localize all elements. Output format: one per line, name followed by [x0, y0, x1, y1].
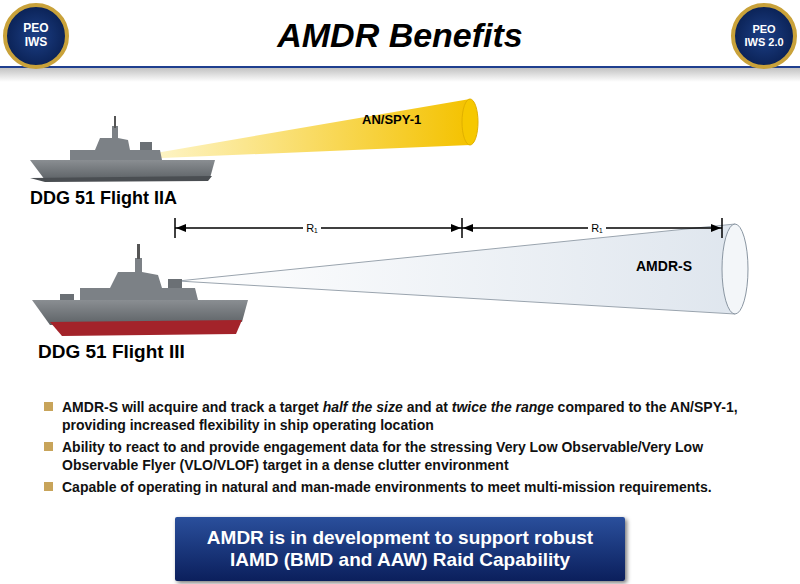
radar-label: AN/SPY-1	[362, 112, 421, 127]
node-text: PEO IWS	[15, 22, 57, 50]
logo-seal: PEO IWS 2.0	[731, 3, 797, 69]
title: AMDR Benefits	[277, 16, 523, 55]
bullet-segment: Capable of operating in natural and man-…	[62, 479, 712, 495]
dimension-arrow	[176, 224, 721, 232]
bullet-segment: twice the range	[452, 399, 554, 415]
destroyer-ship	[30, 116, 215, 182]
bullet-square	[44, 442, 53, 451]
dimension-label: R₁	[588, 222, 606, 234]
dimension-label: R₁	[303, 222, 321, 234]
ship-label: DDG 51 Flight III	[38, 341, 185, 363]
radar-beam	[115, 99, 470, 160]
bullet-segment: Ability to react to and provide engageme…	[62, 439, 703, 473]
node-text: PEO IWS 2.0	[743, 23, 785, 48]
title-rule	[0, 66, 800, 68]
beam-end	[462, 99, 478, 145]
beam-end	[722, 224, 748, 314]
bullet-square	[44, 482, 53, 491]
ship-label: DDG 51 Flight IIA	[30, 188, 177, 209]
bullet-square	[44, 402, 53, 411]
bullet-text: Capable of operating in natural and man-…	[62, 478, 772, 496]
bullet-segment: half the size	[323, 399, 403, 415]
radar-label: AMDR-S	[636, 258, 692, 274]
bullet-text: AMDR-S will acquire and track a target h…	[62, 398, 772, 434]
summary-banner: AMDR is in development to support robust…	[175, 517, 625, 581]
radar-beam	[178, 224, 735, 314]
logo-seal: PEO IWS	[3, 3, 69, 69]
dimension-line	[175, 218, 722, 238]
bullet-segment: AMDR-S will acquire and track a target	[62, 399, 319, 415]
bullet-segment: and at	[407, 399, 448, 415]
title-shadow	[0, 68, 800, 82]
destroyer-ship	[32, 244, 248, 336]
node-text: AMDR is in development to support robust…	[185, 527, 615, 571]
bullet-text: Ability to react to and provide engageme…	[62, 438, 772, 474]
